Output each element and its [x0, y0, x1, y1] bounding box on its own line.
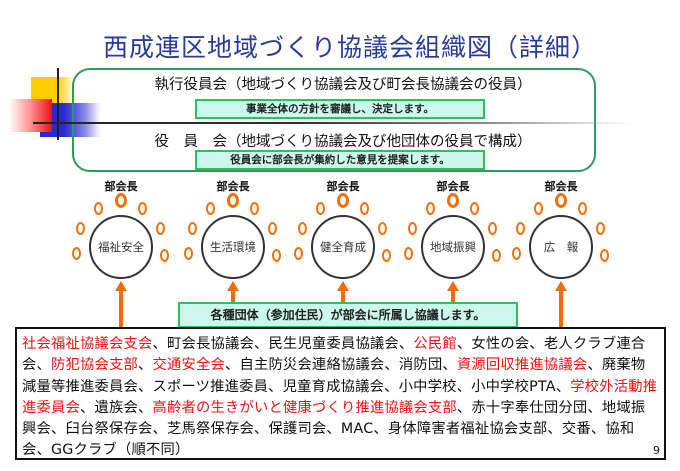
organization-text: 、廃棄物減量等推進委員会、スポーツ推進委員、児童育成協議会、小中学校、小中学校P… — [22, 357, 646, 395]
organization-text: 、町会長協議会、民生児童委員協議会、 — [152, 336, 414, 352]
executive-board-note: 事業全体の方針を審議し、決定します。 — [195, 99, 485, 119]
officers-board-heading: 役 員 会（地域づくり協議会及び他団体の役員で構成） — [154, 134, 532, 150]
member-ring-icon — [188, 222, 197, 235]
member-ring-icon — [160, 249, 169, 262]
organization-highlighted: 防犯協会支部 — [51, 357, 138, 374]
member-ring-icon — [156, 222, 165, 235]
member-ring-icon — [470, 202, 479, 215]
organization-text: 、赤十字奉仕団分団、地域振興会、臼台祭保存会、芝馬祭保存会、保護司会、MAC、身… — [22, 399, 646, 459]
member-ring-icon — [600, 249, 609, 262]
member-ring-icon — [272, 249, 281, 262]
committee-circle: 健全育成 — [311, 215, 375, 279]
organization-text: 、自主防災会連絡協議会、消防団、 — [224, 357, 457, 374]
committee-chief-label: 部会長 — [216, 180, 250, 193]
chief-ring-icon — [337, 193, 349, 208]
arrow-up-icon — [555, 281, 567, 291]
committee-circle: 生活環境 — [201, 215, 265, 279]
member-ring-icon — [316, 202, 325, 215]
member-ring-icon — [76, 222, 85, 235]
member-ring-icon — [138, 202, 147, 215]
member-ring-icon — [492, 249, 501, 262]
board-frame — [72, 68, 596, 172]
member-ring-icon — [382, 249, 391, 262]
member-ring-icon — [268, 222, 277, 235]
member-ring-icon — [596, 222, 605, 235]
committee-chief-label: 部会長 — [326, 180, 360, 193]
arrow-up-icon — [227, 281, 239, 291]
member-ring-icon — [250, 202, 259, 215]
committee-circle: 地域振興 — [421, 215, 485, 279]
organization-highlighted: 交通安全会 — [152, 357, 225, 374]
officers-board-note: 役員会に部会長が集約した意見を提案します。 — [195, 150, 485, 170]
member-ring-icon — [360, 202, 369, 215]
committee-name: 生活環境 — [210, 240, 256, 254]
organization-text: 、遺族会、 — [80, 399, 153, 416]
page-title: 西成連区地域づくり協議会組織図（詳細） — [102, 33, 597, 62]
page-number: 9 — [653, 444, 660, 457]
member-ring-icon — [488, 222, 497, 235]
arrow-up-icon — [115, 281, 127, 291]
arrow-shaft — [559, 290, 563, 327]
committee-name: 健全育成 — [320, 240, 366, 254]
committee-chief-label: 部会長 — [436, 180, 470, 193]
organization-highlighted: 資源回収推進協議会 — [456, 357, 588, 374]
member-ring-icon — [94, 202, 103, 215]
committee-name: 福祉安全 — [98, 240, 144, 254]
chief-ring-icon — [555, 193, 567, 208]
decoration-vertical-line — [57, 68, 59, 140]
divider-line — [33, 122, 633, 124]
arrow-shaft — [119, 290, 123, 327]
member-ring-icon — [378, 222, 387, 235]
committee-name: 広 報 — [543, 240, 579, 254]
committee-chief-label: 部会長 — [104, 180, 138, 193]
member-ring-icon — [72, 247, 81, 260]
member-ring-icon — [516, 222, 525, 235]
participation-note: 各種団体（参加住民）が部会に所属し協議します。 — [178, 302, 518, 328]
committee-circle: 福祉安全 — [89, 215, 153, 279]
organization-text: 、女性の会、老人クラブ連合会、 — [22, 336, 646, 374]
arrow-up-icon — [337, 281, 349, 291]
committee-chief-label: 部会長 — [544, 180, 578, 193]
organization-list: 社会福祉協議会支会、町会長協議会、民生児童委員協議会、公民館、女性の会、老人クラ… — [15, 327, 666, 460]
chief-ring-icon — [115, 193, 127, 208]
member-ring-icon — [206, 202, 215, 215]
member-ring-icon — [534, 202, 543, 215]
committee-circle: 広 報 — [529, 215, 593, 279]
member-ring-icon — [404, 247, 413, 260]
committee-name: 地域振興 — [430, 240, 476, 254]
organization-text: 、 — [137, 357, 153, 374]
chief-ring-icon — [447, 193, 459, 208]
organization-highlighted: 公民館 — [413, 336, 457, 352]
member-ring-icon — [298, 222, 307, 235]
decoration-red-square — [9, 99, 52, 132]
member-ring-icon — [294, 247, 303, 260]
chief-ring-icon — [227, 193, 239, 208]
organization-highlighted: 社会福祉協議会支会 — [22, 336, 153, 352]
member-ring-icon — [184, 247, 193, 260]
organization-highlighted: 高齢者の生きがいと健康づくり推進協議会支部 — [152, 399, 457, 416]
organization-highlighted: 学校外活動推進委員会 — [22, 378, 658, 416]
member-ring-icon — [426, 202, 435, 215]
executive-board-heading: 執行役員会（地域づくり協議会及び町会長協議会の役員） — [154, 77, 532, 93]
member-ring-icon — [578, 202, 587, 215]
arrow-up-icon — [447, 281, 459, 291]
member-ring-icon — [512, 247, 521, 260]
member-ring-icon — [408, 222, 417, 235]
